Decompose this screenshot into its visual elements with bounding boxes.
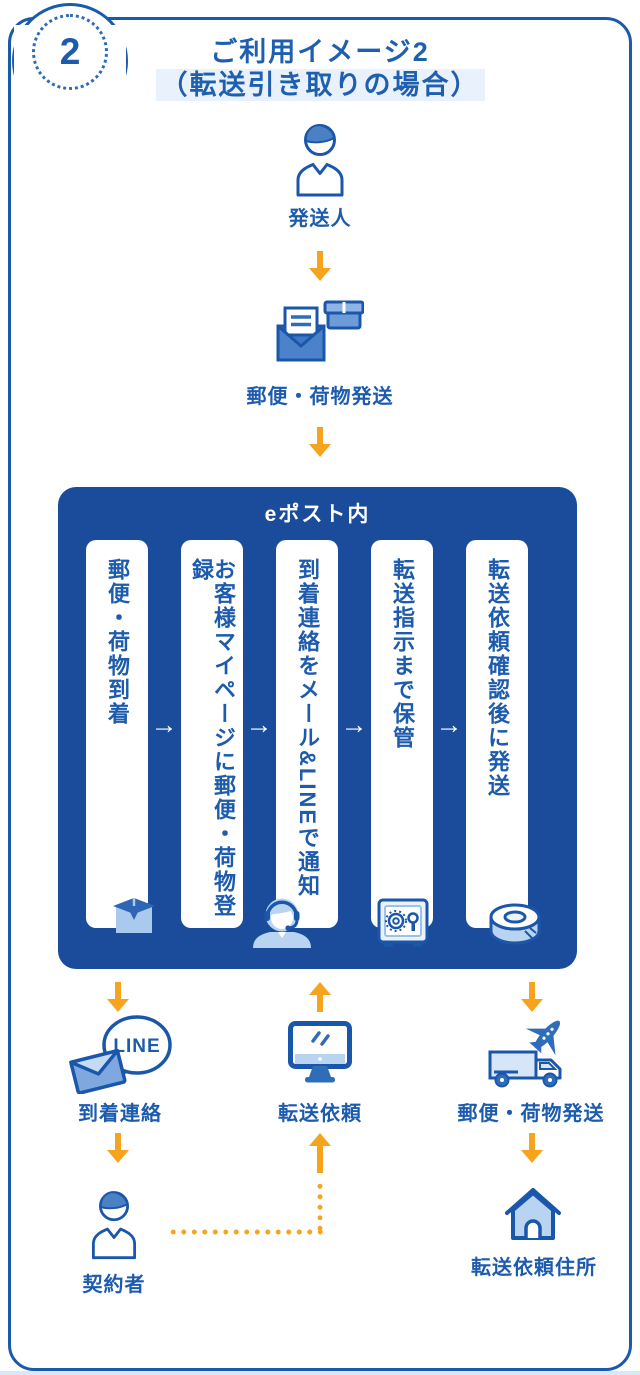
step-card-arrival: 郵便・荷物到着 — [86, 540, 148, 928]
arrow-down-contractor — [107, 1133, 129, 1163]
step-card-storage: 転送指示まで保管 — [371, 540, 433, 928]
step-number: 2 — [59, 31, 81, 72]
epost-box-title: eポスト内 — [264, 503, 371, 526]
sender-label: 発送人 — [288, 208, 352, 230]
dotted-connector-horizontal — [168, 1229, 323, 1235]
house-icon — [505, 1188, 561, 1240]
line-mail-icon: LINE — [69, 1015, 172, 1094]
arrow-down-arrival — [107, 982, 129, 1012]
arrow-up-request-bottom — [309, 1133, 331, 1173]
page-bottom-strip — [0, 1371, 640, 1375]
hair-shape — [304, 124, 335, 144]
truck-plane-icon — [488, 1020, 562, 1088]
dotted-connector-vertical — [317, 1181, 323, 1231]
mail-package-icon — [276, 300, 364, 362]
request-label: 転送依頼 — [278, 1103, 362, 1125]
step-label: 到着連絡をメール&LINEで通知 — [295, 558, 320, 898]
ship-top-label: 郵便・荷物発送 — [246, 386, 394, 408]
tape-icon — [489, 903, 541, 945]
line-badge-text: LINE — [113, 1036, 160, 1057]
address-label: 転送依頼住所 — [471, 1257, 597, 1279]
safe-icon — [377, 898, 429, 947]
step-card-forward: 転送依頼確認後に発送 — [466, 540, 528, 928]
arrow-down-2 — [309, 427, 331, 457]
arrow-down-ship — [521, 982, 543, 1012]
arrow-down-address — [521, 1133, 543, 1163]
page-title: ご利用イメージ2 （転送引き取りの場合） — [0, 36, 640, 102]
step-arrow-3: → — [340, 709, 368, 740]
page-title-line2: （転送引き取りの場合） — [155, 68, 485, 101]
arrow-up-request-top — [309, 982, 331, 1012]
step-card-register: お客様マイページに郵便・荷物登録 — [181, 540, 243, 928]
contractor-label: 契約者 — [82, 1274, 146, 1296]
step-label: 転送指示まで保管 — [390, 558, 415, 750]
step-label: お客様マイページに郵便・荷物登録 — [189, 558, 236, 918]
contractor-person-icon — [91, 1191, 137, 1260]
step-arrow-2: → — [245, 709, 273, 740]
step-arrow-1: → — [150, 709, 178, 740]
step-label: 転送依頼確認後に発送 — [485, 558, 510, 798]
arrow-down-1 — [309, 251, 331, 281]
step-arrow-4: → — [435, 709, 463, 740]
sender-person-icon — [296, 124, 344, 197]
package-icon — [113, 898, 155, 933]
step-number-badge: 2 — [32, 14, 108, 90]
page-title-line1: ご利用イメージ2 — [210, 37, 430, 67]
monitor-icon — [288, 1021, 352, 1083]
operator-icon — [253, 898, 311, 948]
ship-bottom-label: 郵便・荷物発送 — [457, 1103, 605, 1125]
step-card-notify: 到着連絡をメール&LINEで通知 — [276, 540, 338, 928]
step-label: 郵便・荷物到着 — [105, 558, 130, 726]
arrival-label: 到着連絡 — [78, 1103, 162, 1125]
